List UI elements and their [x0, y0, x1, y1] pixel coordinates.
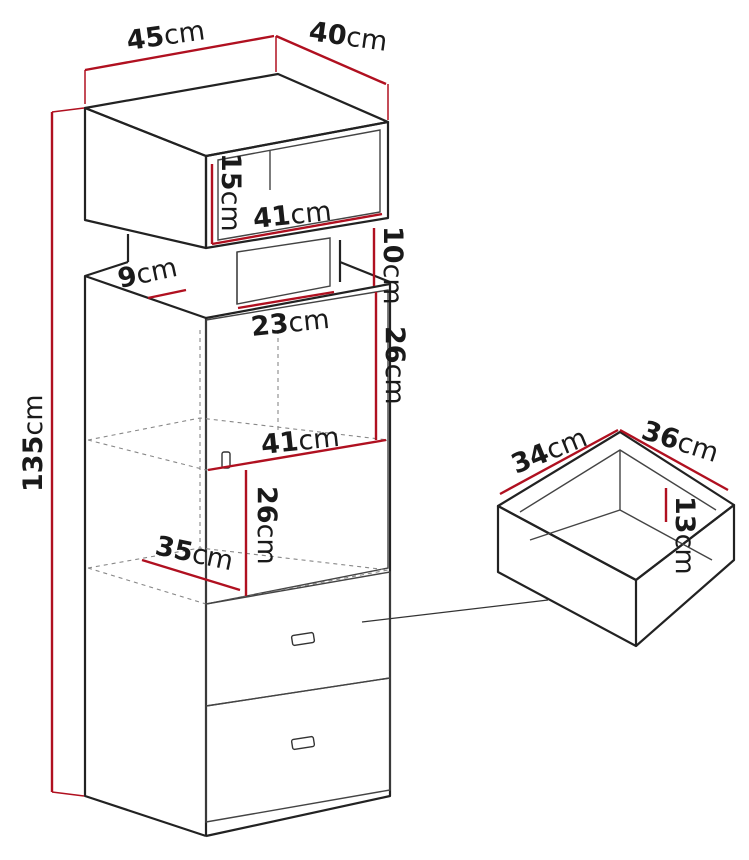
drawer-inner-floor — [529, 509, 713, 561]
label-drawer-height: 13cm — [669, 496, 700, 575]
upper-drawer-handle — [290, 631, 316, 647]
cabinet-right-outline — [205, 260, 392, 838]
dimension-lines — [50, 34, 729, 797]
cabinet-door-opening — [205, 289, 389, 605]
drawer-detail — [361, 430, 736, 648]
label-door-height: 26cm — [379, 326, 410, 405]
label-top-shelf-width: 41cm — [251, 196, 333, 235]
dim-ext-height-bottom — [51, 791, 85, 797]
top-box-side-face — [83, 106, 208, 250]
label-recess-width: 23cm — [249, 304, 331, 343]
recess — [126, 234, 342, 305]
cabinet-body — [83, 260, 392, 838]
dim-line-drawer-width — [499, 428, 619, 496]
top-box-top-face — [83, 72, 390, 158]
cabinet-top-left-edge — [84, 274, 207, 320]
dim-line-inner-depth — [141, 558, 241, 592]
dimension-labels: 45cm 40cm 135cm 15cm 41cm 10cm 9cm 23cm … — [18, 15, 722, 577]
label-cabinet-width: 45cm — [125, 15, 207, 57]
label-inner-shelf-width: 41cm — [259, 422, 341, 461]
drawer-side-panel — [635, 503, 736, 647]
dim-line-recess-depth — [147, 288, 187, 300]
dim-line-recess-width — [237, 290, 335, 310]
dim-line-top-shelf-width — [211, 212, 383, 246]
label-drawer-depth: 36cm — [638, 415, 722, 469]
top-box-opening — [217, 129, 381, 241]
lower-drawer-front — [205, 677, 391, 823]
top-box — [83, 72, 390, 250]
dim-line-drawer-depth — [619, 428, 729, 492]
label-lower-height: 26cm — [251, 486, 282, 565]
label-total-height: 135cm — [18, 394, 49, 492]
dim-line-width — [84, 34, 275, 72]
top-box-front-face — [204, 120, 390, 250]
inner-shelf-upper-front — [87, 439, 389, 471]
label-cabinet-depth: 40cm — [307, 16, 389, 58]
inner-shelf-upper-back — [87, 417, 389, 441]
cabinet-top-front-edge — [205, 282, 391, 320]
dim-ext-height-top — [51, 107, 85, 113]
label-recess-depth: 9cm — [115, 252, 180, 295]
cabinet-left-outline — [83, 260, 207, 838]
lower-drawer-handle — [290, 735, 316, 751]
label-inner-depth: 35cm — [153, 531, 236, 578]
label-drawer-width: 34cm — [507, 422, 592, 480]
drawer-leader-line — [361, 599, 549, 623]
dim-line-inner-shelf-width — [207, 438, 387, 472]
dim-line-depth — [275, 34, 387, 86]
label-recess-height: 10cm — [377, 226, 408, 305]
label-top-shelf-height: 15cm — [215, 153, 246, 232]
inner-shelf-lower-back — [87, 547, 389, 571]
